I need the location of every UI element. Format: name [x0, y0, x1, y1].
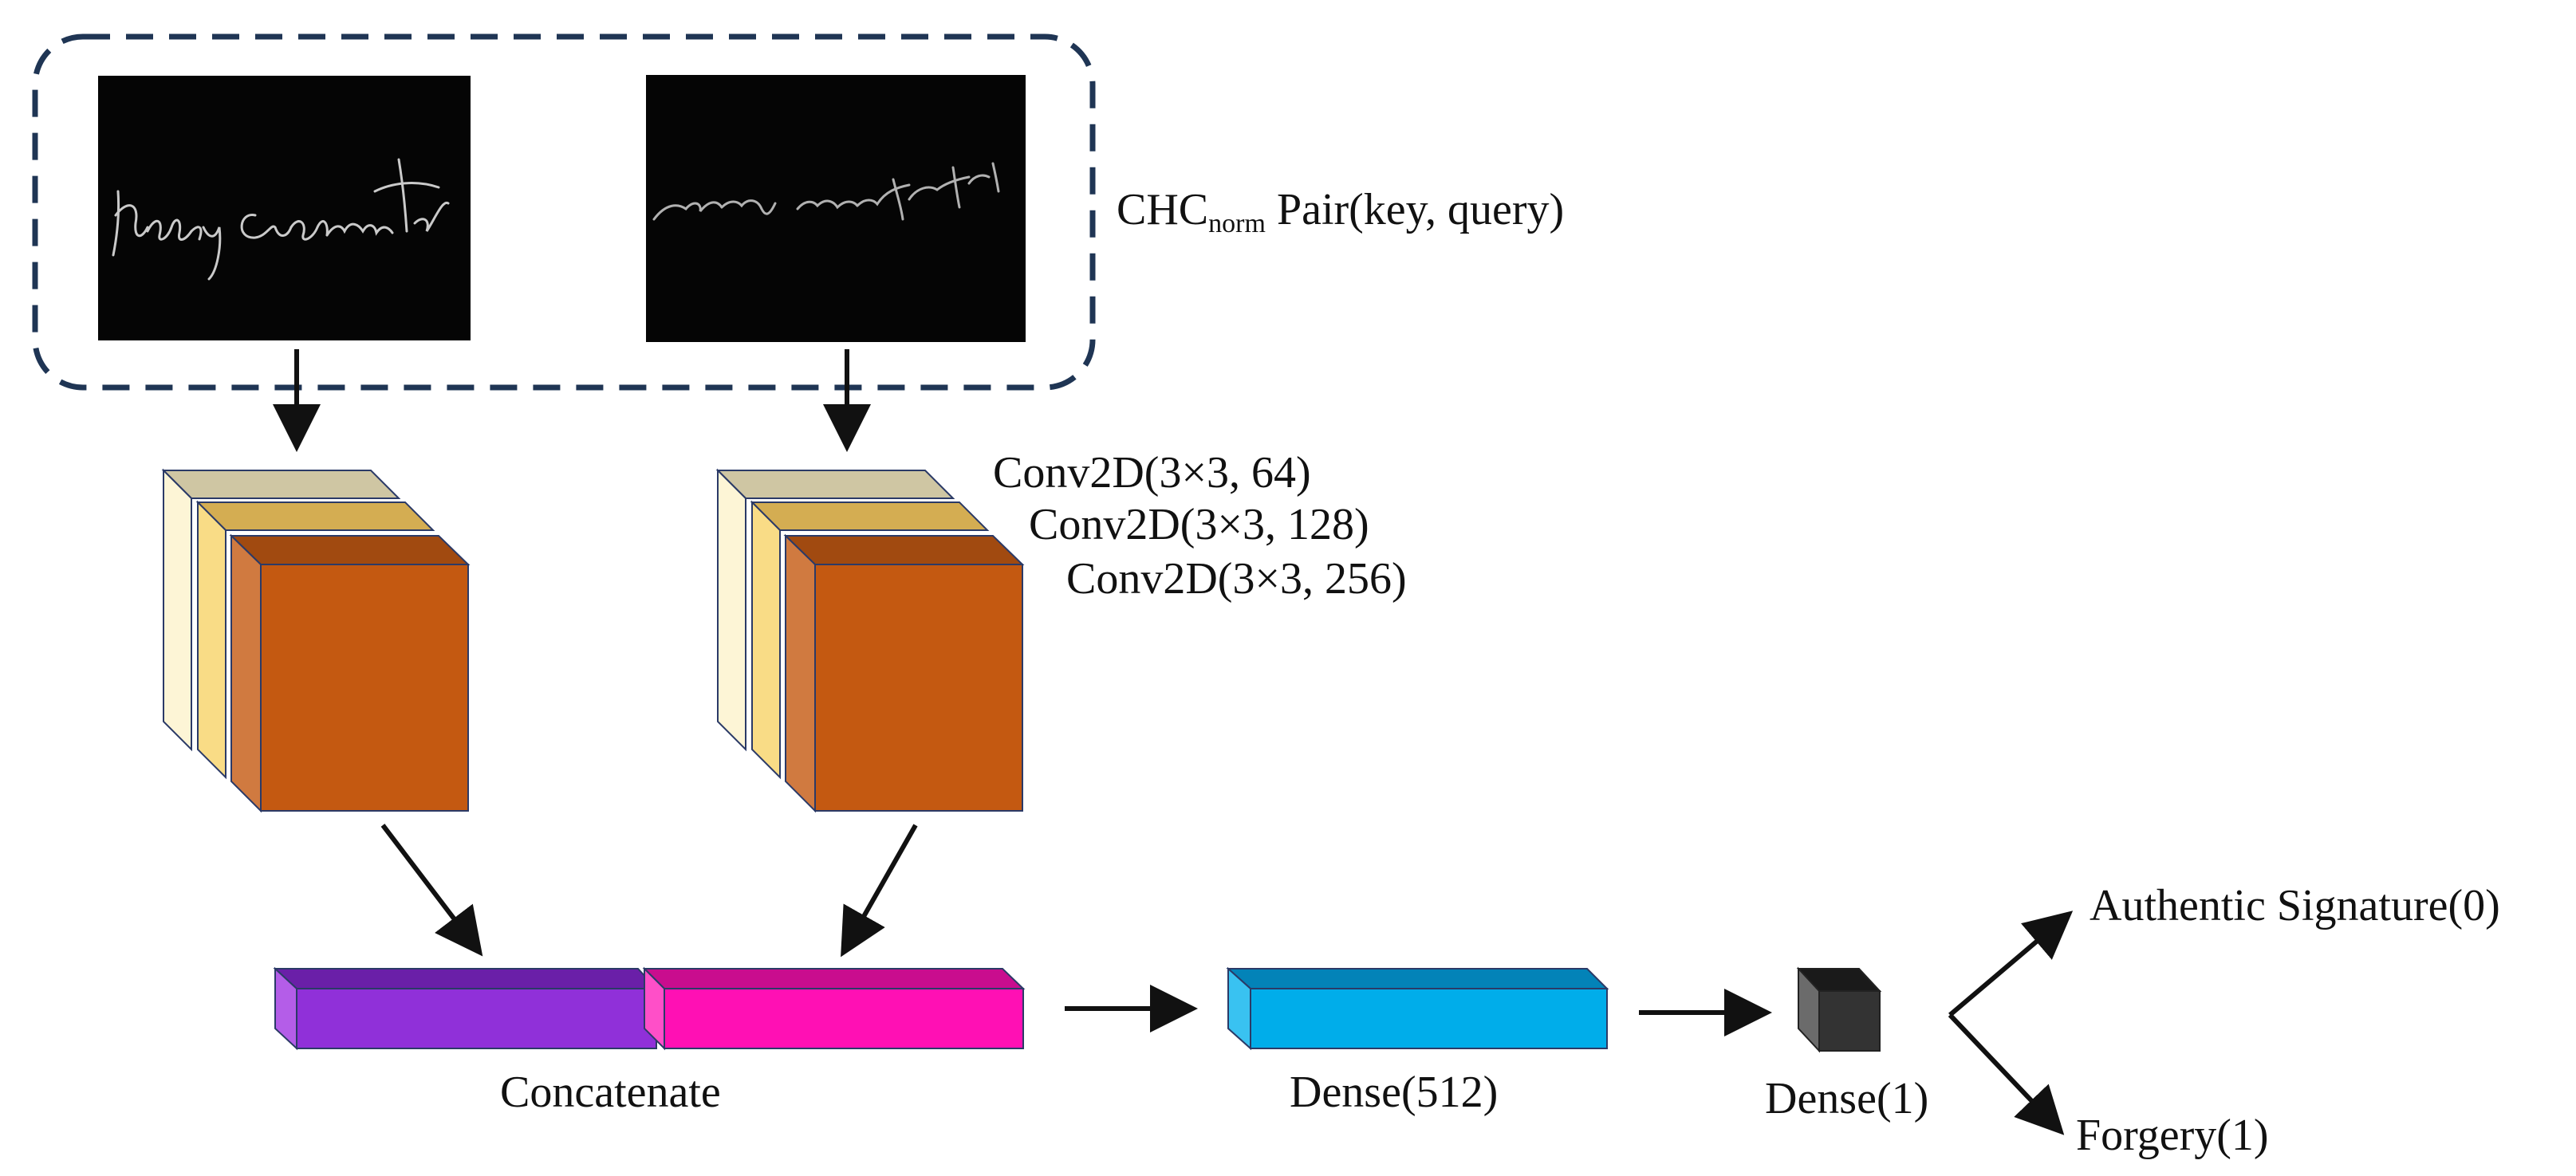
right-conv-layer-2 — [750, 500, 990, 780]
arrow-right-conv-to-concat — [841, 824, 918, 958]
arrow-to-forgery — [1948, 1013, 2065, 1135]
right-conv-stack — [715, 468, 1025, 813]
conv-layer-label-2: Conv2D(3×3, 128) — [1029, 500, 1369, 549]
dense1-block — [1796, 966, 1882, 1053]
key-signature-image — [98, 76, 471, 340]
arrow-left-conv-to-concat — [380, 824, 483, 957]
query-signature-image — [646, 75, 1026, 342]
input-pair-suffix: Pair(key, query) — [1265, 185, 1565, 234]
right-conv-layer-3 — [783, 533, 1025, 813]
concat-right-half — [642, 966, 1026, 1051]
left-conv-layer-2 — [195, 500, 435, 780]
output-authentic-label: Authentic Signature(0) — [2090, 881, 2500, 930]
right-conv-layer-1 — [715, 468, 955, 752]
left-conv-layer-3 — [229, 533, 471, 813]
concatenate-block — [273, 966, 1026, 1051]
input-pair-subscript: norm — [1208, 209, 1266, 238]
output-forgery-label: Forgery(1) — [2076, 1111, 2269, 1160]
conv-layer-label-1: Conv2D(3×3, 64) — [993, 448, 1311, 498]
dense512-block — [1226, 966, 1609, 1051]
input-pair-label: CHCnorm Pair(key, query) — [1117, 187, 1564, 238]
input-pair-group — [32, 33, 1096, 391]
concatenate-label: Concatenate — [500, 1068, 721, 1117]
dense1-label: Dense(1) — [1765, 1074, 1929, 1123]
left-conv-layer-1 — [161, 468, 401, 752]
arrow-to-authentic — [1948, 911, 2074, 1017]
concat-left-half — [273, 966, 659, 1051]
left-conv-stack — [161, 468, 471, 813]
dense512-label: Dense(512) — [1290, 1068, 1499, 1117]
input-pair-title: CHC — [1117, 185, 1209, 234]
output-fork — [1948, 911, 2074, 1135]
conv-layer-label-3: Conv2D(3×3, 256) — [1066, 554, 1407, 604]
